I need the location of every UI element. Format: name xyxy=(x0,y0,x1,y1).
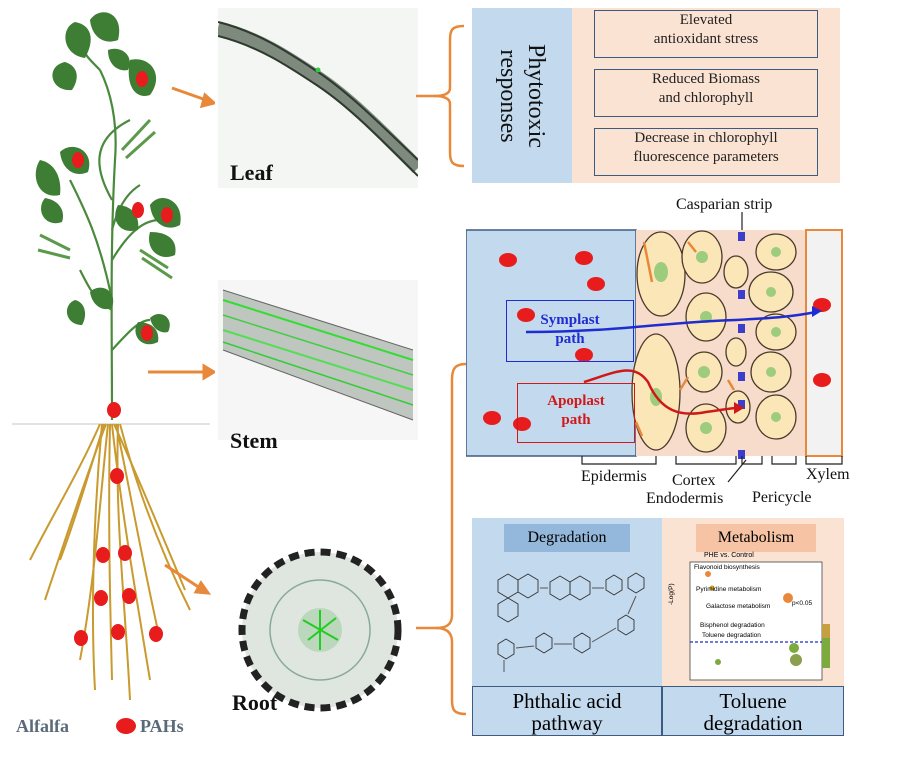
pah-dots-anatomy xyxy=(483,251,831,431)
phytotoxic-title-panel: Phytotoxic responses xyxy=(472,8,572,183)
legend-pahs-label: PAHs xyxy=(140,716,184,736)
pericycle-label: Pericycle xyxy=(752,489,812,506)
phthalic-label-l1: Phthalic acid xyxy=(512,689,622,713)
phytotoxic-title-text: Phytotoxic responses xyxy=(495,43,549,148)
cortex-label: Cortex xyxy=(672,472,716,489)
pah-dots-shoot xyxy=(72,71,173,418)
phthalic-label-l2: pathway xyxy=(531,711,603,735)
metabolism-header: Metabolism xyxy=(696,524,816,552)
stem-micrograph xyxy=(218,280,418,440)
phthalic-acid-pathway-box: Phthalic acid pathway xyxy=(472,686,662,736)
response-fluorescence: Decrease in chlorophyll fluorescence par… xyxy=(594,128,818,176)
response-biomass-chlorophyll: Reduced Biomass and chlorophyll xyxy=(594,69,818,117)
response-1-line2: antioxidant stress xyxy=(653,31,759,47)
stem-label: Stem xyxy=(230,428,278,453)
mini-label-pyrimidine: Pyrimidine metabolism xyxy=(696,586,762,593)
root-anatomy-diagram xyxy=(466,212,843,483)
root-micrograph xyxy=(218,540,418,720)
response-2-line2: and chlorophyll xyxy=(658,90,754,106)
mini-label-flavonoid: Flavonoid biosynthesis xyxy=(694,564,760,571)
casparian-strip-markers xyxy=(738,232,745,459)
xylem-region xyxy=(805,229,843,457)
plant-arrows xyxy=(148,86,215,595)
symplast-label-l2: path xyxy=(555,331,585,347)
leaves xyxy=(35,12,181,345)
root-label: Root xyxy=(232,690,278,715)
nuclei xyxy=(650,247,781,434)
leaf-micrograph xyxy=(218,8,418,188)
legend-alfalfa-label: Alfalfa xyxy=(16,716,69,736)
apoplast-path-box: Apoplast path xyxy=(517,383,635,443)
response-1-line1: Elevated xyxy=(679,12,733,28)
mini-pvalue: p<0.05 xyxy=(792,600,813,607)
leaf-label: Leaf xyxy=(230,160,273,185)
stems xyxy=(69,44,161,421)
root-bracket xyxy=(416,362,467,716)
mini-label-bisphenol: Bisphenol degradation xyxy=(700,622,765,629)
xylem-label: Xylem xyxy=(806,466,850,483)
degradation-pathway-structures xyxy=(497,572,645,672)
apoplast-label-l1: Apoplast xyxy=(547,393,605,409)
response-3-line1: Decrease in chlorophyll xyxy=(634,130,778,146)
apoplast-label-l2: path xyxy=(561,412,591,428)
metabolism-mini-plot xyxy=(689,561,830,681)
response-2-line1: Reduced Biomass xyxy=(652,71,760,87)
pah-dots-root xyxy=(74,468,163,646)
mini-label-toluene: Toluene degradation xyxy=(702,632,761,639)
symplast-label-l1: Symplast xyxy=(540,312,600,328)
response-antioxidant-stress: Elevated antioxidant stress xyxy=(594,10,818,58)
narrow-leaves xyxy=(37,118,173,280)
phytotoxic-bracket xyxy=(416,24,465,168)
mini-ylabel: -Log(P) xyxy=(668,583,675,605)
toluene-label-l1: Toluene xyxy=(719,689,787,713)
pah-legend-icon xyxy=(116,718,136,734)
toluene-label-l2: degradation xyxy=(703,711,803,735)
phytotoxic-title: Phytotoxic responses xyxy=(494,21,550,171)
mini-label-galactose: Galactose metabolism xyxy=(706,603,771,610)
roots xyxy=(29,423,191,701)
alfalfa-plant-illustration xyxy=(12,12,215,734)
degradation-header: Degradation xyxy=(504,524,630,552)
endodermis-label: Endodermis xyxy=(646,490,724,507)
epidermis-label: Epidermis xyxy=(581,468,647,485)
symplast-path-box: Symplast path xyxy=(506,300,634,362)
toluene-degradation-box: Toluene degradation xyxy=(662,686,844,736)
mini-plot-title: PHE vs. Control xyxy=(704,552,754,559)
casparian-strip-label: Casparian strip xyxy=(676,196,773,213)
wall-streaks xyxy=(634,241,736,437)
response-3-line2: fluorescence parameters xyxy=(633,149,779,165)
region-brackets xyxy=(581,456,843,483)
